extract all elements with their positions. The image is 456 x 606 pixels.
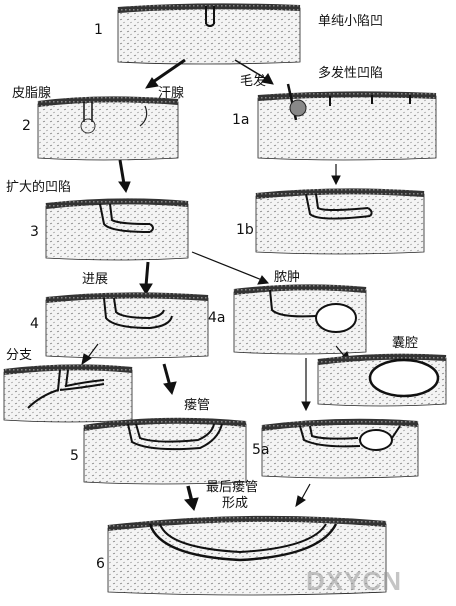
panel-4 [45,292,209,359]
panel-5 [83,417,247,485]
label-branch: 分支 [6,348,33,363]
panel-4a [233,284,367,355]
arrows-to-5a [301,358,311,412]
panel-5a [261,418,419,479]
label-enlarged-pit: 扩大的凹陷 [6,180,72,195]
stage-num-6: 6 [96,556,105,572]
arrows-to-6 [184,483,311,511]
label-hair: 毛发 [240,74,267,89]
panel-2 [37,96,179,161]
stage-num-3: 3 [30,224,39,240]
panel-1a [257,83,437,161]
panel-cyst [317,353,447,407]
label-multiple-pits: 多发性凹陷 [318,66,384,81]
arrows-row3 [139,251,270,295]
label-fistula: 瘘管 [184,398,211,413]
arrows-row2 [118,159,341,194]
stage-num-1: 1 [94,22,103,38]
label-cyst-cavity: 囊腔 [392,336,419,351]
stage-num-2: 2 [22,118,31,134]
panel-6 [107,515,387,596]
stage-num-5: 5 [70,448,79,464]
label-progression: 进展 [82,272,109,287]
panel-1b [255,188,425,255]
label-abscess: 脓肿 [274,270,301,285]
label-sebaceous-gland: 皮脂腺 [12,86,52,101]
panel-3 [45,198,189,261]
stage-num-5a: 5a [252,442,270,458]
label-final-line1: 最后瘘管 [206,480,259,495]
label-simple-pit: 单纯小陷凹 [318,14,384,29]
watermark: DXYCN [306,566,403,596]
label-final-line2: 形成 [222,496,249,511]
stage-num-1b: 1b [236,222,254,238]
label-sweat-gland: 汗腺 [158,86,185,101]
arrows-from-1 [145,58,274,89]
stage-num-4a: 4a [208,310,226,326]
panel-branch [3,364,133,423]
stage-num-4: 4 [30,316,39,332]
stage-num-1a: 1a [232,112,250,128]
panel-1 [117,3,301,65]
